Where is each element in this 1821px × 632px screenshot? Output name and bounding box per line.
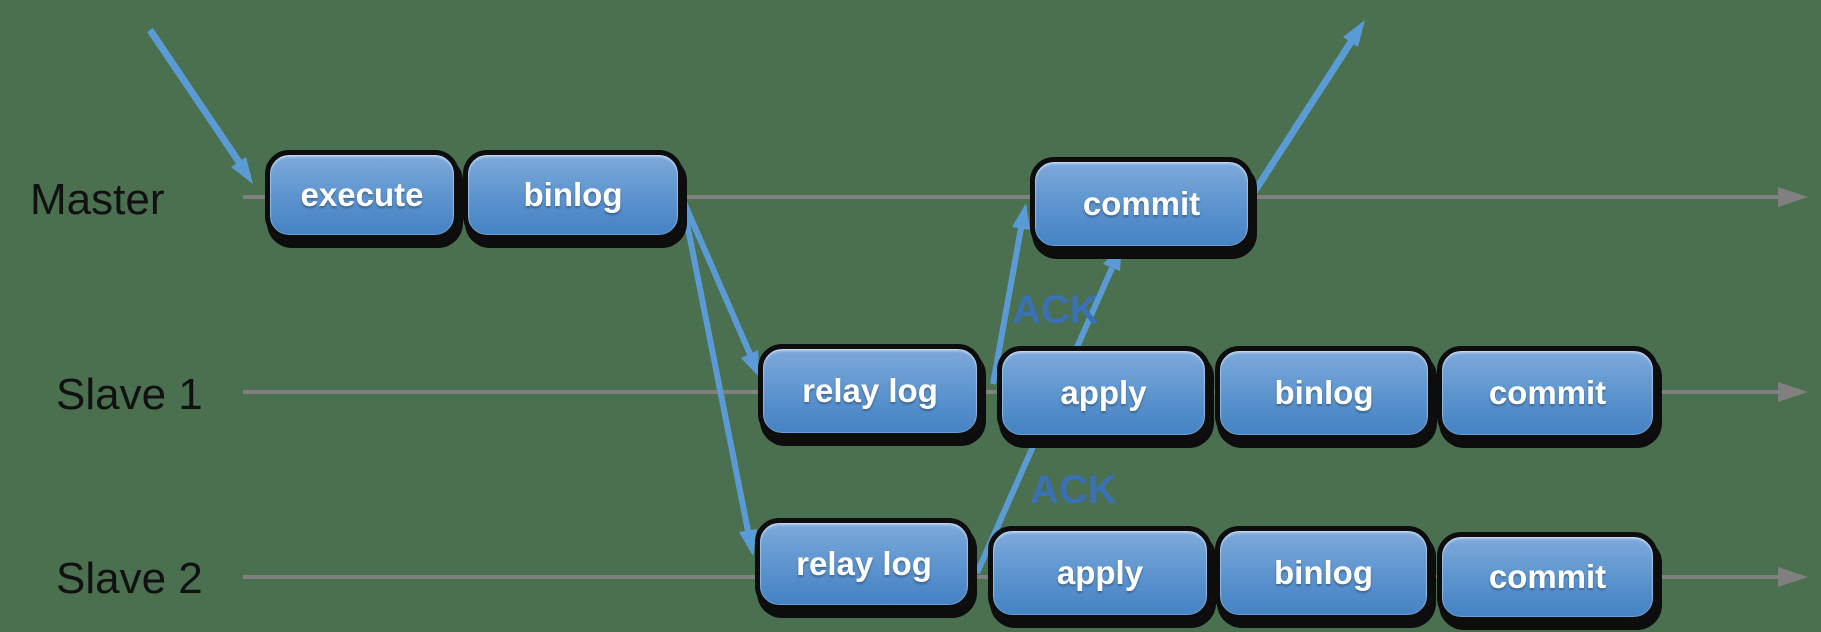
master-commit-label: commit <box>1082 185 1201 222</box>
slave1-ack-arrow <box>990 203 1030 385</box>
slave1-commit-label: commit <box>1488 374 1607 411</box>
binlog-to-slave1-relay-arrow <box>680 198 760 378</box>
slave2-binlog-box: binlog <box>1215 526 1432 620</box>
slave2-apply-label: apply <box>1056 554 1144 591</box>
master-commit-box: commit <box>1030 157 1253 251</box>
master-timeline-arrowhead <box>1778 187 1808 207</box>
binlog-to-slave2-relay-arrow <box>680 202 757 556</box>
master-binlog-label: binlog <box>523 176 623 213</box>
slave2-relay-log-box: relay log <box>755 518 973 610</box>
slave1-binlog-box: binlog <box>1215 346 1433 440</box>
slave2-ack-label: ACK <box>1030 468 1117 512</box>
slave2-apply-box: apply <box>988 526 1212 620</box>
slave1-ack-label: ACK <box>1012 288 1099 332</box>
client-request-arrow <box>147 28 253 184</box>
slave1-apply-label: apply <box>1060 374 1147 411</box>
slave2-commit-box: commit <box>1437 532 1658 622</box>
lane-label-slave1: Slave 1 <box>56 370 203 419</box>
slave1-timeline-arrowhead <box>1778 382 1808 402</box>
master-execute-label: execute <box>300 176 424 213</box>
slave1-relay-log-label: relay log <box>802 372 938 409</box>
slave2-binlog-label: binlog <box>1274 554 1373 591</box>
slave2-timeline-arrowhead <box>1778 567 1808 587</box>
slave1-relay-log-box: relay log <box>758 344 982 438</box>
slave1-binlog-label: binlog <box>1274 374 1374 411</box>
slave1-commit-box: commit <box>1437 346 1658 440</box>
lane-label-master: Master <box>30 175 165 224</box>
master-execute-box: execute <box>265 150 459 240</box>
master-binlog-box: binlog <box>463 150 683 240</box>
lane-label-slave2: Slave 2 <box>56 554 203 603</box>
slave1-apply-box: apply <box>997 346 1210 440</box>
slave2-relay-log-label: relay log <box>796 545 932 582</box>
slave2-commit-label: commit <box>1488 558 1607 595</box>
